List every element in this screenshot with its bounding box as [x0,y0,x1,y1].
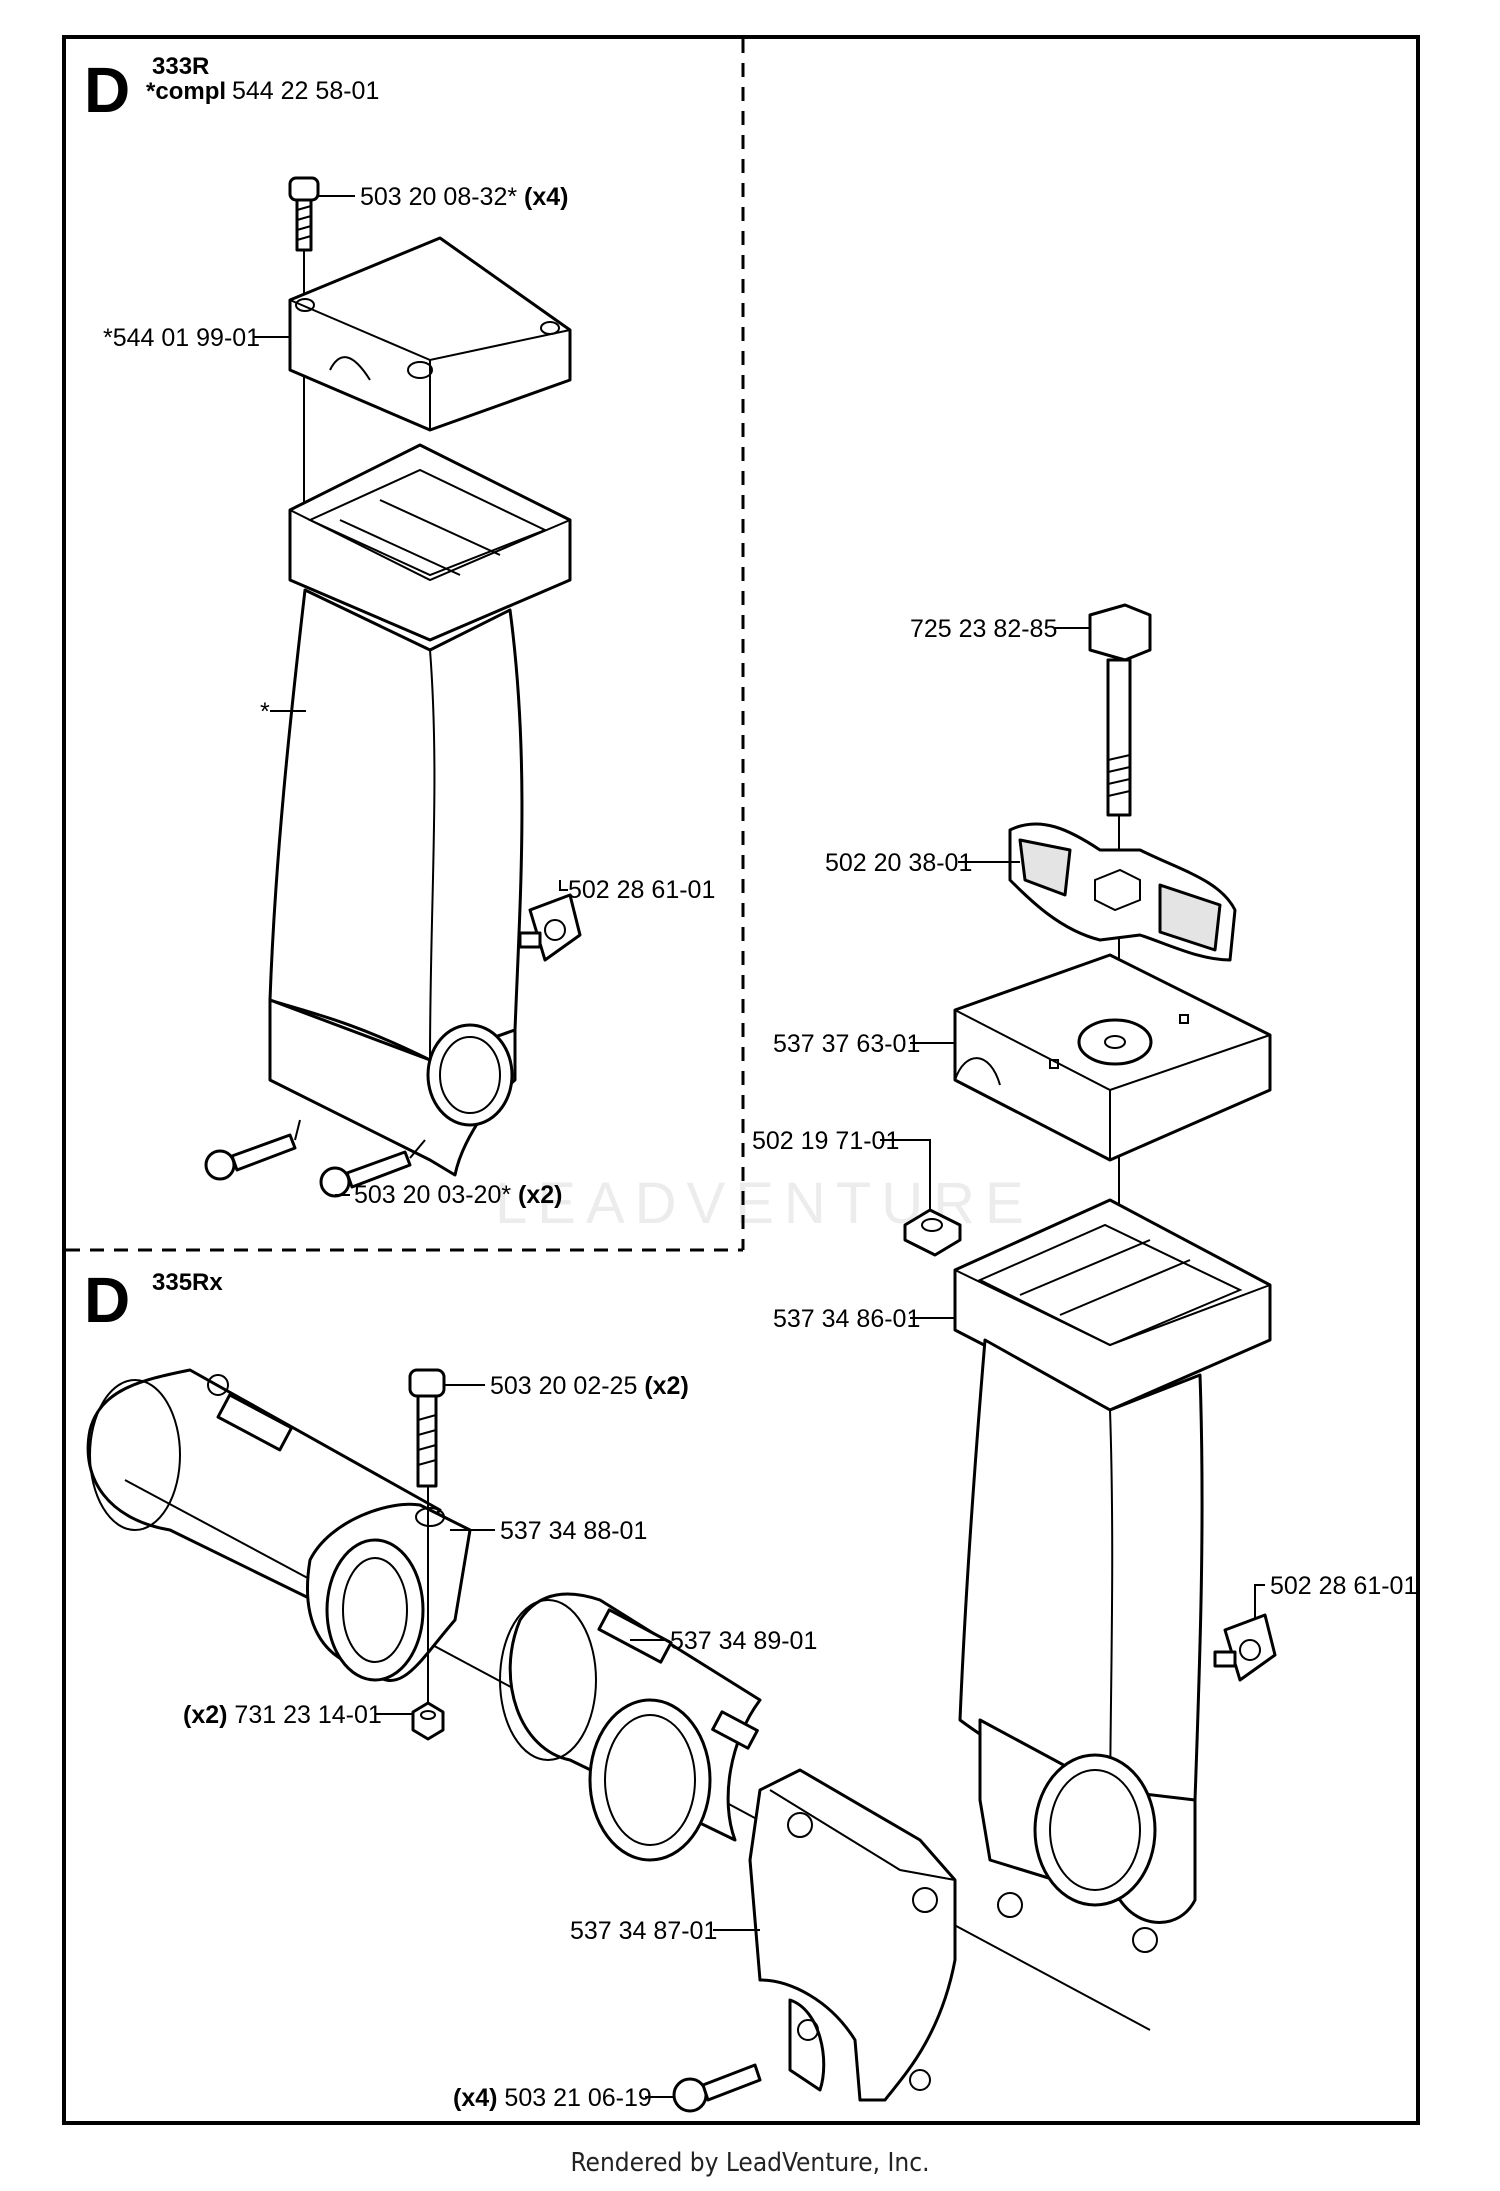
section-letter-335rx: D [84,1264,130,1336]
clamp-537348801 [306,1502,472,1682]
wing-knob-502203801 [1008,822,1237,962]
label-537348701: 537 34 87-01 [570,1917,717,1945]
label-537348601: 537 34 86-01 [773,1305,920,1333]
model-335rx: 335Rx [152,1269,223,1296]
label-502286101-bottom: 502 28 61-01 [1270,1572,1417,1600]
clamp-half-537348701 [748,1768,957,2102]
clip-502286101-bottom [1213,1613,1277,1682]
footer-credit: Rendered by LeadVenture, Inc. [570,2148,930,2178]
label-731231401: (x2) 731 23 14-01 [183,1701,382,1729]
nut-502197101 [903,1208,962,1257]
bolt-725238285 [1088,603,1152,817]
label-502203801: 502 20 38-01 [825,849,972,877]
sleeve-537348901 [499,1592,762,1862]
nut-731231401 [411,1701,445,1741]
label-star: * [260,698,270,726]
label-537348901: 537 34 89-01 [670,1627,817,1655]
compl-number: 544 22 58-01 [232,77,379,105]
diagram-frame [62,35,1420,2125]
label-503210619: (x4) 503 21 06-19 [453,2084,652,2112]
label-725238285: 725 23 82-85 [910,615,1057,643]
handle-cap-537376301 [953,953,1272,1162]
label-503200225: 503 20 02-25 (x2) [490,1372,689,1400]
handle-cap-544019901 [288,236,572,432]
handle-body-333r [268,443,572,1177]
screw-503200320-b [319,1150,412,1198]
label-502197101: 502 19 71-01 [752,1127,899,1155]
label-503200832: 503 20 08-32* (x4) [360,183,569,211]
screw-503200320-a [204,1133,297,1181]
label-537348801: 537 34 88-01 [500,1517,647,1545]
leader-lines [253,195,1265,2098]
section-letter-333r: D [84,54,130,126]
clip-502286101-top [518,893,582,962]
handle-body-537348601 [953,1198,1272,1953]
screw-503210619 [672,2063,762,2113]
label-503200320: 503 20 03-20* (x2) [354,1181,563,1209]
screw-503200225 [408,1368,446,1488]
model-333r: 333R [152,53,209,80]
label-537376301: 537 37 63-01 [773,1030,920,1058]
compl-label: *compl [146,78,226,105]
screw-503200832 [288,176,320,252]
label-544019901: *544 01 99-01 [103,324,260,352]
label-502286101-top: 502 28 61-01 [568,876,715,904]
